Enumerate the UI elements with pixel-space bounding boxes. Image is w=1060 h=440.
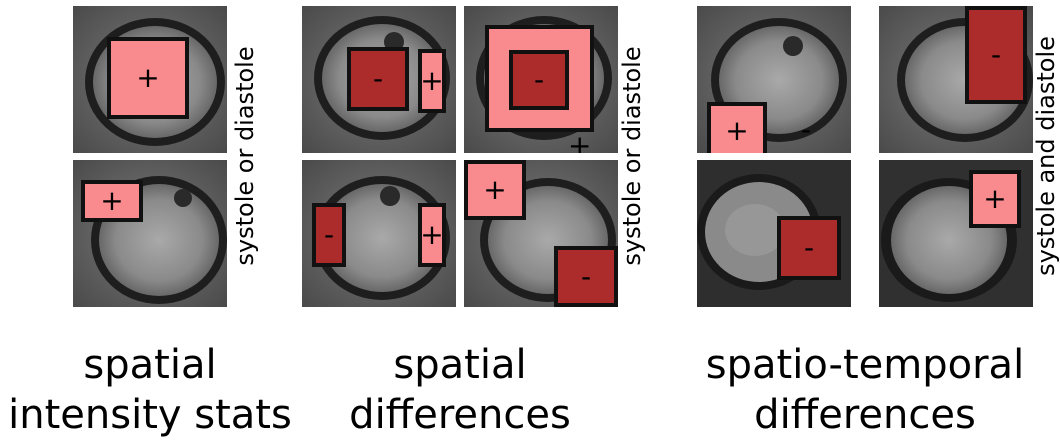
plus-sign: + [725,114,749,147]
negative-region: - [554,246,618,307]
side-label-g1: systole or diastole [231,46,259,266]
mri-tile-g1-top: + [73,6,227,153]
plus-sign: + [483,173,507,206]
caption-line1: spatio-temporal [705,342,1025,388]
minus-sign: - [323,218,335,251]
caption-g1: spatial intensity stats [0,340,300,440]
negative-region: - [347,47,409,111]
positive-region: + [107,37,189,119]
positive-region: + [707,102,767,153]
plus-sign: + [100,184,124,217]
positive-region: + [81,180,143,222]
plus-sign: + [983,182,1007,215]
plus-sign: + [420,64,444,97]
mri-tile-g3-top-left: + - [697,6,851,153]
plus-sign: + [420,218,444,251]
caption-line2: differences [349,392,571,438]
negative-region: - [777,216,841,280]
positive-region: + [418,49,446,113]
mri-tile-g1-bottom: + [73,160,227,307]
mri-heart-image [697,6,851,153]
plus-sign: + [136,61,160,94]
mri-tile-g2-bottom-right: + - [464,160,618,307]
mri-tile-g3-bottom-right: + [879,160,1033,307]
caption-g2: spatial differences [310,340,610,440]
mri-tile-g2-bottom-left: - + [302,160,456,307]
caption-line2: differences [754,392,976,438]
caption-line1: spatial [83,342,217,388]
minus-sign: - [803,231,815,264]
minus-sign: - [801,113,812,146]
minus-sign: - [533,63,545,96]
minus-sign: - [580,259,592,293]
caption-g3: spatio-temporal differences [690,340,1040,440]
positive-region: + [464,160,526,220]
mri-tile-g2-top-right: - + [464,6,618,153]
plus-sign: + [568,129,592,154]
minus-sign: - [990,38,1002,71]
mri-tile-g3-bottom-left: - [697,160,851,307]
positive-region: + [969,170,1021,228]
side-label-g2: systole or diastole [618,46,646,266]
mri-heart-image [697,160,851,307]
mri-tile-g2-top-left: - + [302,6,456,153]
positive-region: + [418,203,446,267]
caption-line1: spatial [393,342,527,388]
side-label-g3: systole and diastole [1032,36,1060,276]
negative-region: - [312,203,346,267]
mri-tile-g3-top-right: - [879,6,1033,153]
caption-line2: intensity stats [8,392,292,438]
minus-sign: - [372,62,384,95]
negative-region: - [965,6,1027,104]
positive-region-outer [485,25,594,132]
negative-region-inner: - [509,50,569,110]
